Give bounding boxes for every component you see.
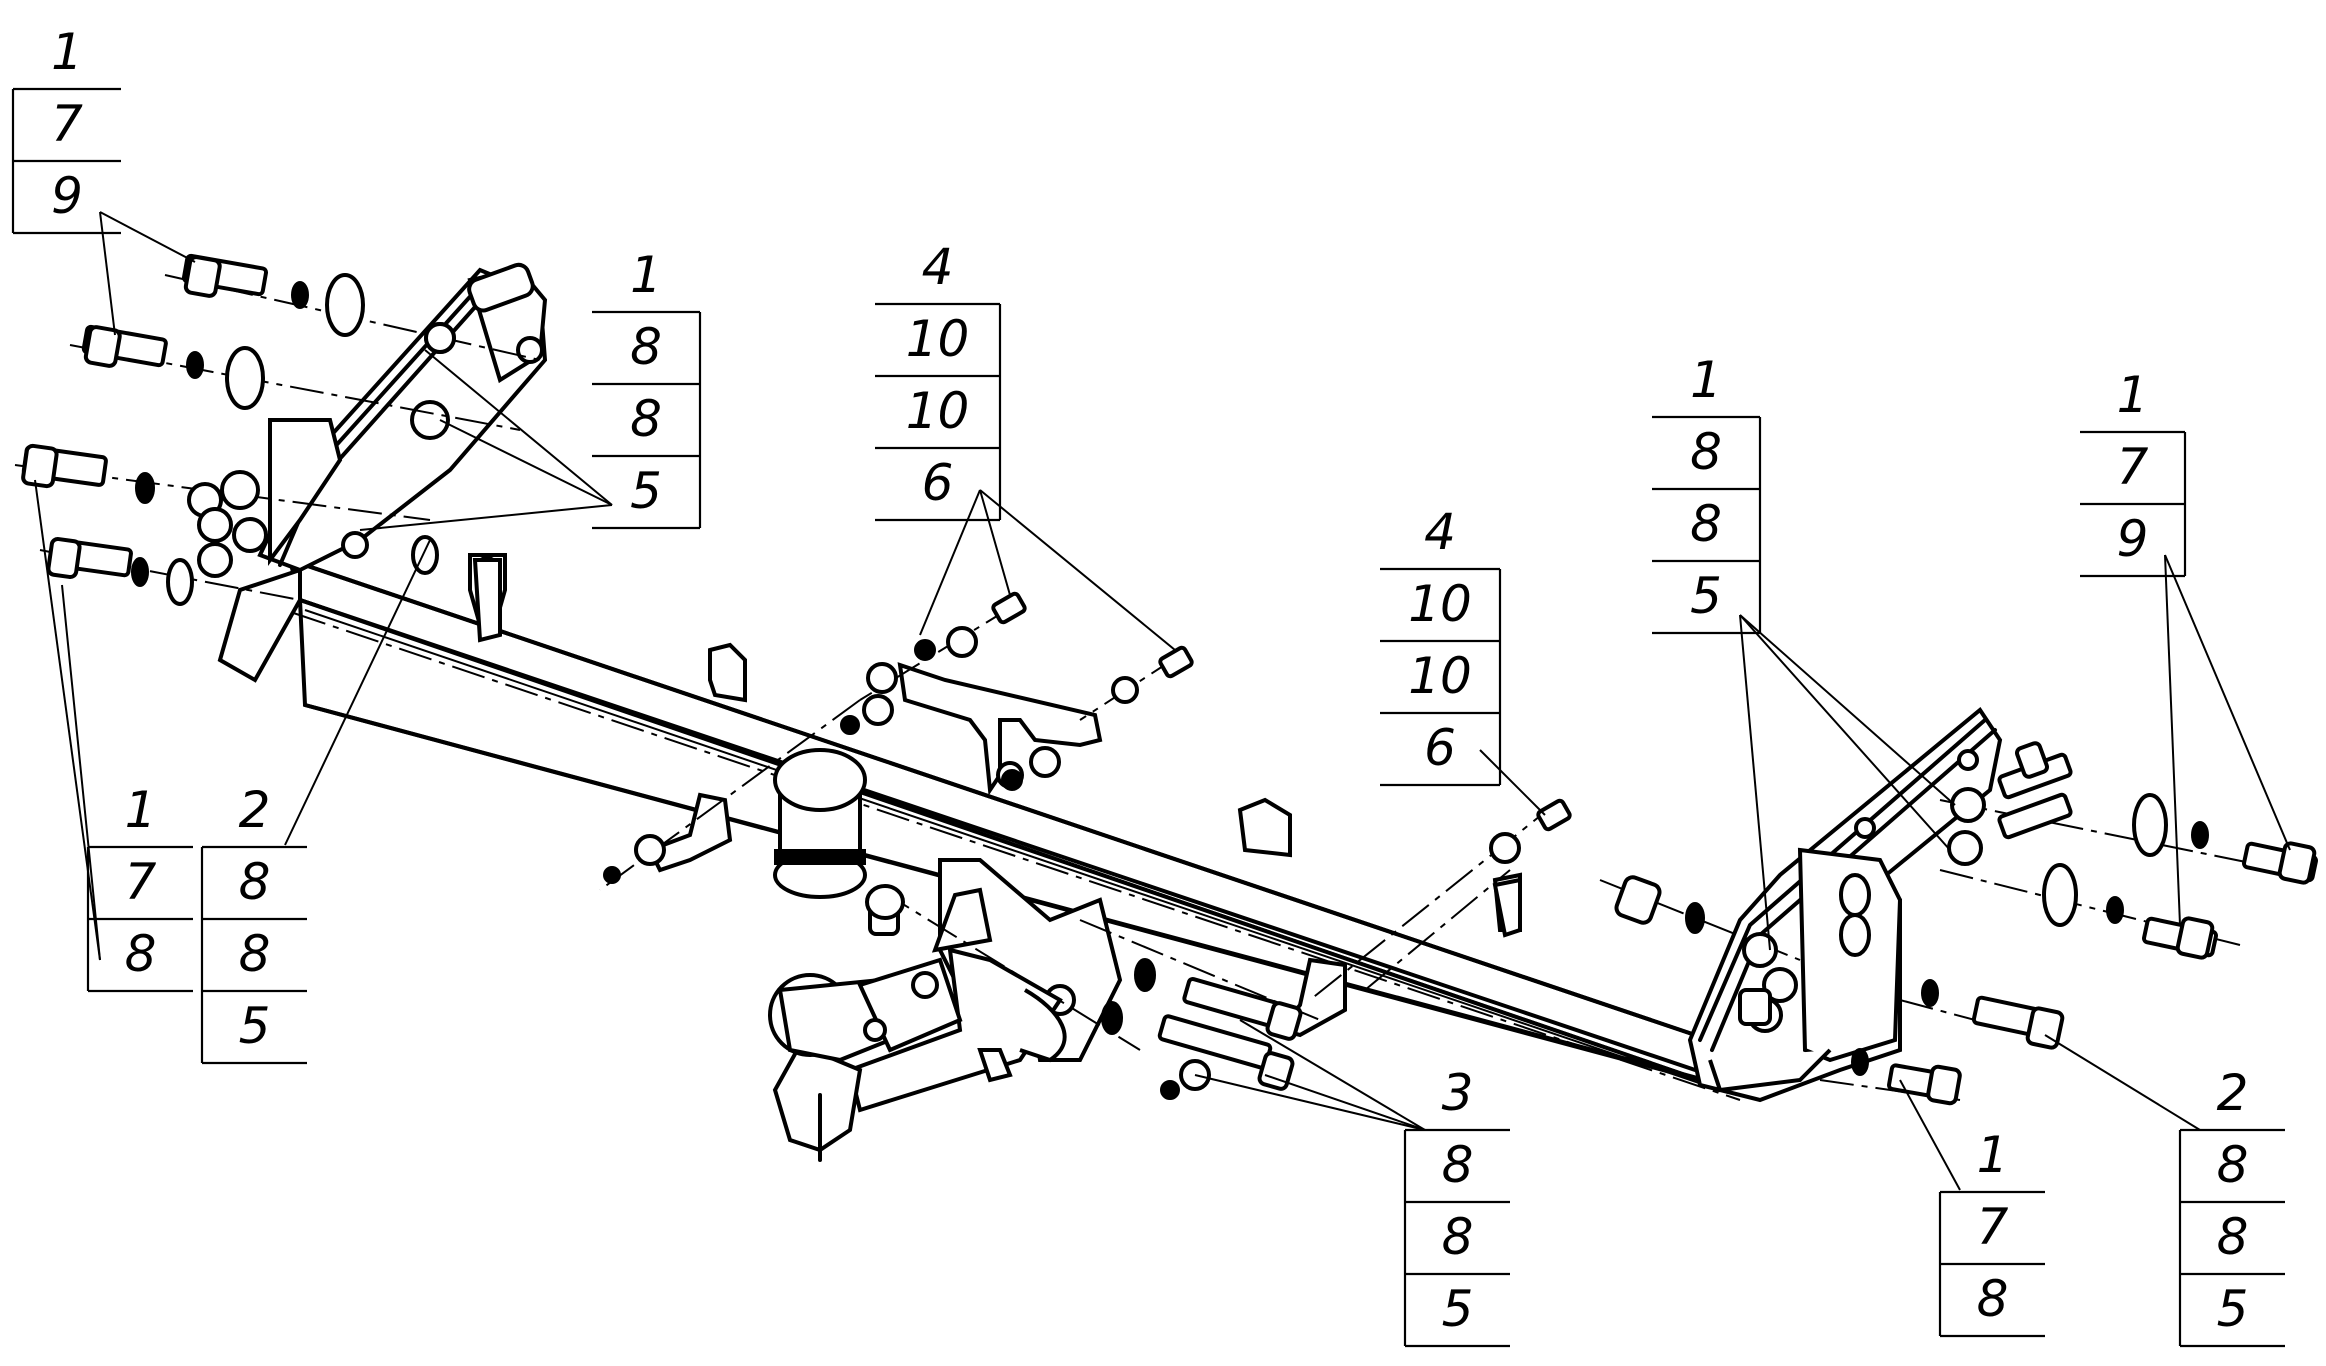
callout-value: 1: [51, 23, 83, 81]
callout-value: 10: [1408, 647, 1472, 705]
callout-value: 2: [239, 781, 271, 839]
callout-value: 6: [922, 454, 954, 512]
callout-value: 4: [1424, 503, 1456, 561]
callout-value: 7: [125, 853, 157, 911]
callout-top-left: 1 7 9: [11, 23, 121, 235]
callout-value: 8: [2217, 1208, 2249, 1266]
callout-value: 5: [2217, 1280, 2249, 1338]
callout-bottom-right: 1 7 8: [1938, 1126, 2045, 1338]
callout-value: 9: [51, 167, 83, 225]
callout-value: 10: [906, 382, 970, 440]
right-fasteners: [1599, 741, 2318, 1106]
callout-left-mid: 2 8 8 5: [200, 781, 307, 1065]
callout-value: 4: [922, 238, 954, 296]
center-fasteners: [599, 591, 1572, 1001]
callout-value: 8: [1442, 1136, 1474, 1194]
callout-far-right-top: 1 7 9: [2080, 366, 2187, 578]
callout-value: 7: [2117, 438, 2149, 496]
callout-value: 8: [2217, 1136, 2249, 1194]
callout-value: 1: [1977, 1126, 2009, 1184]
callout-value: 1: [630, 246, 662, 304]
callout-center: 4 10 10 6: [1380, 503, 1502, 787]
callout-bottom-center: 3 8 8 5: [1403, 1064, 1510, 1348]
callout-value: 8: [239, 925, 271, 983]
callout-left-lower: 1 7 8: [86, 781, 193, 993]
callout-value: 5: [1442, 1280, 1474, 1338]
callout-value: 3: [1442, 1064, 1474, 1122]
callout-center-top: 4 10 10 6: [875, 238, 1002, 522]
callout-value: 8: [125, 925, 157, 983]
callout-value: 1: [1690, 351, 1722, 409]
callout-value: 10: [1408, 575, 1472, 633]
left-fasteners: [14, 253, 541, 606]
callout-value: 2: [2217, 1064, 2249, 1122]
callout-value: 8: [630, 318, 662, 376]
callout-value: 5: [239, 997, 271, 1055]
callout-value: 1: [125, 781, 157, 839]
callout-value: 7: [1977, 1198, 2009, 1256]
right-mounting-bracket: [1687, 707, 2003, 1103]
callout-value: 8: [1442, 1208, 1474, 1266]
callout-value: 9: [2117, 510, 2149, 568]
callout-value: 8: [1690, 495, 1722, 553]
callout-far-right-bottom: 2 8 8 5: [2178, 1064, 2285, 1348]
lower-fasteners: [865, 884, 1321, 1100]
callout-value: 5: [1690, 567, 1722, 625]
callout-value: 8: [239, 853, 271, 911]
center-socket-plate: [897, 662, 1103, 796]
callout-value: 8: [1977, 1270, 2009, 1328]
callout-value: 8: [630, 390, 662, 448]
callout-value: 5: [630, 462, 662, 520]
callout-value: 8: [1690, 423, 1722, 481]
callout-value: 10: [906, 310, 970, 368]
leader-lines: [34, 211, 2291, 1191]
callout-value: 6: [1424, 719, 1456, 777]
callout-value: 1: [2117, 366, 2149, 424]
callout-value: 7: [51, 95, 83, 153]
